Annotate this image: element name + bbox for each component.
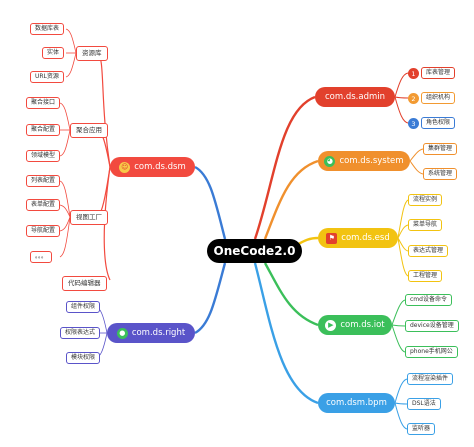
group-resource[interactable]: 资源库 xyxy=(76,46,108,61)
node-esd-label: com.ds.esd xyxy=(341,233,390,243)
connector-admin xyxy=(253,95,316,240)
group-view-factory[interactable]: 视图工厂 xyxy=(70,210,108,225)
leaf-module-perm[interactable]: 模块权限 xyxy=(66,352,101,364)
node-right[interactable]: ● com.ds.right xyxy=(107,323,195,343)
connector-system xyxy=(263,159,319,240)
leaf-esd-expression[interactable]: 表达式管理 xyxy=(408,245,449,257)
node-right-label: com.ds.right xyxy=(131,328,186,338)
leaf-more[interactable]: 。。。 xyxy=(30,251,53,263)
leaf-esd-menu[interactable]: 菜单导航 xyxy=(408,219,443,231)
leaf-admin-roles[interactable]: 角色权限 xyxy=(421,117,456,129)
number-badge-3: 3 xyxy=(408,118,419,129)
node-system[interactable]: ◕ com.ds.system xyxy=(318,151,410,171)
number-badge-2: 2 xyxy=(408,93,419,104)
leaf-agg-interface[interactable]: 聚合接口 xyxy=(26,97,61,109)
leaf-component-perm[interactable]: 组件权限 xyxy=(66,301,101,313)
connector-right xyxy=(194,262,227,335)
leaf-esd-process[interactable]: 流程实例 xyxy=(408,194,443,206)
node-esd[interactable]: ⚑ com.ds.esd xyxy=(318,228,398,248)
group-aggregate[interactable]: 聚合应用 xyxy=(70,123,108,138)
leaf-nav-config[interactable]: 导航配置 xyxy=(26,225,61,237)
leaf-admin-org[interactable]: 组织机构 xyxy=(421,92,456,104)
connector-iot xyxy=(263,262,319,327)
node-bpm-label: com.dsm.bpm xyxy=(326,398,387,408)
leaf-entity[interactable]: 实体 xyxy=(42,47,65,59)
pie-chart-icon: ◕ xyxy=(324,155,336,167)
leaf-esd-project[interactable]: 工程管理 xyxy=(408,270,443,282)
flag-icon: ⚑ xyxy=(326,232,338,244)
connector-bpm xyxy=(253,262,319,405)
leaf-perm-expression[interactable]: 权限表达式 xyxy=(60,327,101,339)
node-iot[interactable]: ▶ com.ds.iot xyxy=(318,315,392,335)
node-system-label: com.ds.system xyxy=(339,156,404,166)
number-badge-1: 1 xyxy=(408,68,419,79)
leaf-db-tables[interactable]: 数据库表 xyxy=(30,23,65,35)
leaf-iot-cmd[interactable]: cmd设备命令 xyxy=(405,294,452,306)
node-dsm[interactable]: ☺ com.ds.dsm xyxy=(110,157,195,177)
leaf-agg-config[interactable]: 聚合配置 xyxy=(26,124,61,136)
group-code-editor[interactable]: 代码编辑器 xyxy=(62,276,107,291)
smile-icon: ☺ xyxy=(119,161,131,173)
leaf-iot-device[interactable]: device设备管理 xyxy=(405,320,459,332)
leaf-bpm-listener[interactable]: 监听器 xyxy=(407,423,436,435)
leaf-iot-phone[interactable]: phone手机网公 xyxy=(405,346,458,358)
leaf-form-config[interactable]: 表单配置 xyxy=(26,199,61,211)
leaf-admin-tables[interactable]: 库表管理 xyxy=(421,67,456,79)
leaf-bpm-render[interactable]: 流程渲染插件 xyxy=(407,373,454,385)
node-dsm-label: com.ds.dsm xyxy=(134,162,186,172)
node-admin[interactable]: com.ds.admin xyxy=(315,87,395,107)
connector-dsm xyxy=(194,165,227,240)
center-node[interactable]: OneCode2.0 xyxy=(207,239,302,263)
node-admin-label: com.ds.admin xyxy=(324,92,385,102)
leaf-system-mgmt[interactable]: 系统管理 xyxy=(423,168,458,180)
leaf-bpm-dsl[interactable]: DSL语法 xyxy=(407,398,441,410)
leaf-system-cluster[interactable]: 集群管理 xyxy=(423,143,458,155)
leaf-url-resource[interactable]: URL资源 xyxy=(30,71,64,83)
node-bpm[interactable]: com.dsm.bpm xyxy=(318,393,395,413)
leaf-list-config[interactable]: 列表配置 xyxy=(26,175,61,187)
leaf-domain-model[interactable]: 领域模型 xyxy=(26,150,61,162)
play-icon: ▶ xyxy=(325,319,337,331)
node-iot-label: com.ds.iot xyxy=(340,320,385,330)
user-icon: ● xyxy=(116,327,128,339)
